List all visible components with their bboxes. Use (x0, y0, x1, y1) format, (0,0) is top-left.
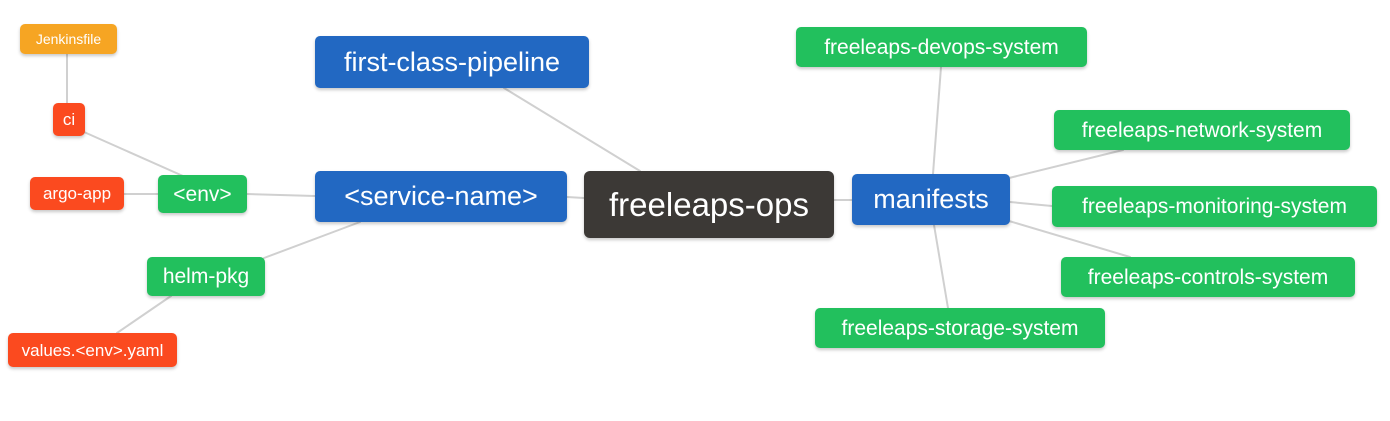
node-freeleaps-devops-system[interactable]: freeleaps-devops-system (796, 27, 1087, 67)
edge-helm-pkg-to-service-name (263, 221, 361, 259)
node-label: freeleaps-network-system (1081, 118, 1323, 142)
edge-manifests-to-freeleaps-devops-system (932, 66, 942, 175)
node-jenkinsfile[interactable]: Jenkinsfile (20, 24, 117, 54)
node-label: <env> (173, 182, 232, 206)
node-freeleaps-ops[interactable]: freeleaps-ops (584, 171, 834, 238)
node-label: freeleaps-devops-system (824, 35, 1059, 59)
node-env[interactable]: <env> (158, 175, 247, 213)
node-label: <service-name> (344, 181, 538, 211)
node-label: argo-app (42, 184, 112, 203)
node-label: helm-pkg (162, 265, 250, 288)
node-values-env-yaml[interactable]: values.<env>.yaml (8, 333, 177, 367)
node-label: ci (62, 110, 76, 129)
node-label: freeleaps-ops (609, 186, 809, 223)
edge-env-to-service-name (246, 193, 316, 197)
node-freeleaps-monitoring-system[interactable]: freeleaps-monitoring-system (1052, 186, 1377, 227)
node-label: manifests (873, 184, 989, 214)
node-ci[interactable]: ci (53, 103, 85, 136)
node-helm-pkg[interactable]: helm-pkg (147, 257, 265, 296)
edge-values-env-yaml-to-helm-pkg (116, 295, 172, 334)
edge-first-class-pipeline-to-freeleaps-ops (503, 87, 641, 172)
edge-manifests-to-freeleaps-storage-system (933, 224, 949, 309)
edge-manifests-to-freeleaps-monitoring-system (1009, 201, 1053, 207)
edge-manifests-to-freeleaps-controls-system (1008, 220, 1131, 258)
node-label: Jenkinsfile (35, 31, 102, 47)
node-argo-app[interactable]: argo-app (30, 177, 124, 210)
edge-manifests-to-freeleaps-network-system (1008, 149, 1124, 179)
node-label: freeleaps-storage-system (841, 316, 1079, 340)
edge-ci-to-env (83, 131, 184, 177)
node-label: first-class-pipeline (343, 46, 561, 77)
node-freeleaps-network-system[interactable]: freeleaps-network-system (1054, 110, 1350, 150)
node-label: freeleaps-monitoring-system (1082, 195, 1347, 218)
node-label: values.<env>.yaml (21, 340, 164, 360)
node-service-name[interactable]: <service-name> (315, 171, 567, 222)
edge-service-name-to-freeleaps-ops (566, 196, 585, 199)
node-first-class-pipeline[interactable]: first-class-pipeline (315, 36, 589, 88)
node-freeleaps-storage-system[interactable]: freeleaps-storage-system (815, 308, 1105, 348)
node-manifests[interactable]: manifests (852, 174, 1010, 225)
node-freeleaps-controls-system[interactable]: freeleaps-controls-system (1061, 257, 1355, 297)
node-label: freeleaps-controls-system (1087, 265, 1329, 289)
